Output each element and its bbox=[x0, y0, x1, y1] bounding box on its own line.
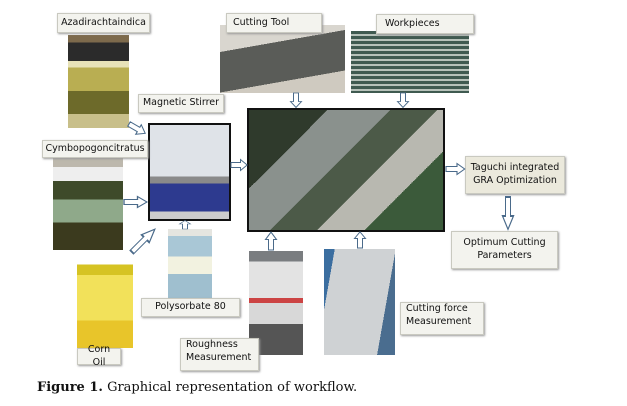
arrow-roughness-to-lathe bbox=[264, 231, 278, 251]
label-text: GRA Optimization bbox=[473, 175, 557, 186]
arrow-taguchi-to-optimum bbox=[501, 196, 515, 231]
label-text: Cymbopogoncitratus bbox=[45, 142, 145, 154]
arrow-neem-to-stirrer bbox=[125, 118, 149, 139]
caption-text: Graphical representation of workflow. bbox=[102, 380, 358, 395]
caption-prefix: Figure 1. bbox=[37, 380, 103, 395]
cymbopogon-label: Cymbopogoncitratus bbox=[42, 140, 148, 158]
lathe-machine-photo bbox=[247, 108, 445, 232]
magnetic-stirrer-photo bbox=[148, 123, 231, 221]
workpieces-photo bbox=[351, 31, 469, 93]
workpieces-label: Workpieces bbox=[376, 14, 474, 34]
figure-caption: Figure 1. Graphical representation of wo… bbox=[37, 380, 357, 395]
corn-oil-label: Corn Oil bbox=[77, 344, 121, 368]
polysorbate-label: Polysorbate 80 bbox=[141, 298, 240, 317]
label-text: Roughness bbox=[186, 339, 238, 350]
magnetic-stirrer-label: Magnetic Stirrer bbox=[138, 94, 224, 113]
cutting-tool-photo bbox=[220, 25, 345, 93]
label-text: Corn Oil bbox=[87, 343, 111, 368]
label-text: Magnetic Stirrer bbox=[142, 97, 220, 109]
label-text: Azadirachtaindica bbox=[61, 16, 146, 28]
arrow-cymbopogon-to-stirrer bbox=[123, 195, 148, 209]
label-text: Workpieces bbox=[385, 17, 440, 29]
azadirachta-label: Azadirachtaindica bbox=[57, 13, 150, 33]
label-text: Optimum Cutting bbox=[463, 237, 546, 249]
arrow-lathe-to-taguchi bbox=[445, 162, 466, 176]
corn-oil-bottle-photo bbox=[77, 257, 133, 348]
arrow-corn-to-stirrer bbox=[127, 224, 160, 257]
label-text: Polysorbate 80 bbox=[155, 301, 226, 313]
label-text: Measurement bbox=[406, 315, 472, 327]
arrow-polysorbate-to-stirrer bbox=[179, 220, 191, 230]
arrow-stirrer-to-lathe bbox=[230, 159, 248, 171]
label-text: Parameters bbox=[477, 250, 532, 261]
label-text: Cutting force bbox=[406, 303, 468, 314]
cutting-tool-label: Cutting Tool bbox=[226, 13, 322, 33]
arrow-force-to-lathe bbox=[354, 231, 366, 249]
label-text: Measurement bbox=[186, 351, 252, 363]
arrow-tool-to-lathe bbox=[290, 92, 302, 108]
roughness-tester-photo bbox=[249, 251, 303, 355]
cymbopogon-oil-bottle-photo bbox=[53, 158, 123, 250]
arrow-workpieces-to-lathe bbox=[397, 92, 409, 108]
dynamometer-photo bbox=[324, 249, 395, 355]
neem-oil-bottle-photo bbox=[68, 35, 129, 128]
label-text: Taguchi integrated bbox=[470, 162, 560, 174]
polysorbate-bottle-photo bbox=[168, 229, 212, 298]
label-text: Cutting Tool bbox=[233, 16, 290, 28]
